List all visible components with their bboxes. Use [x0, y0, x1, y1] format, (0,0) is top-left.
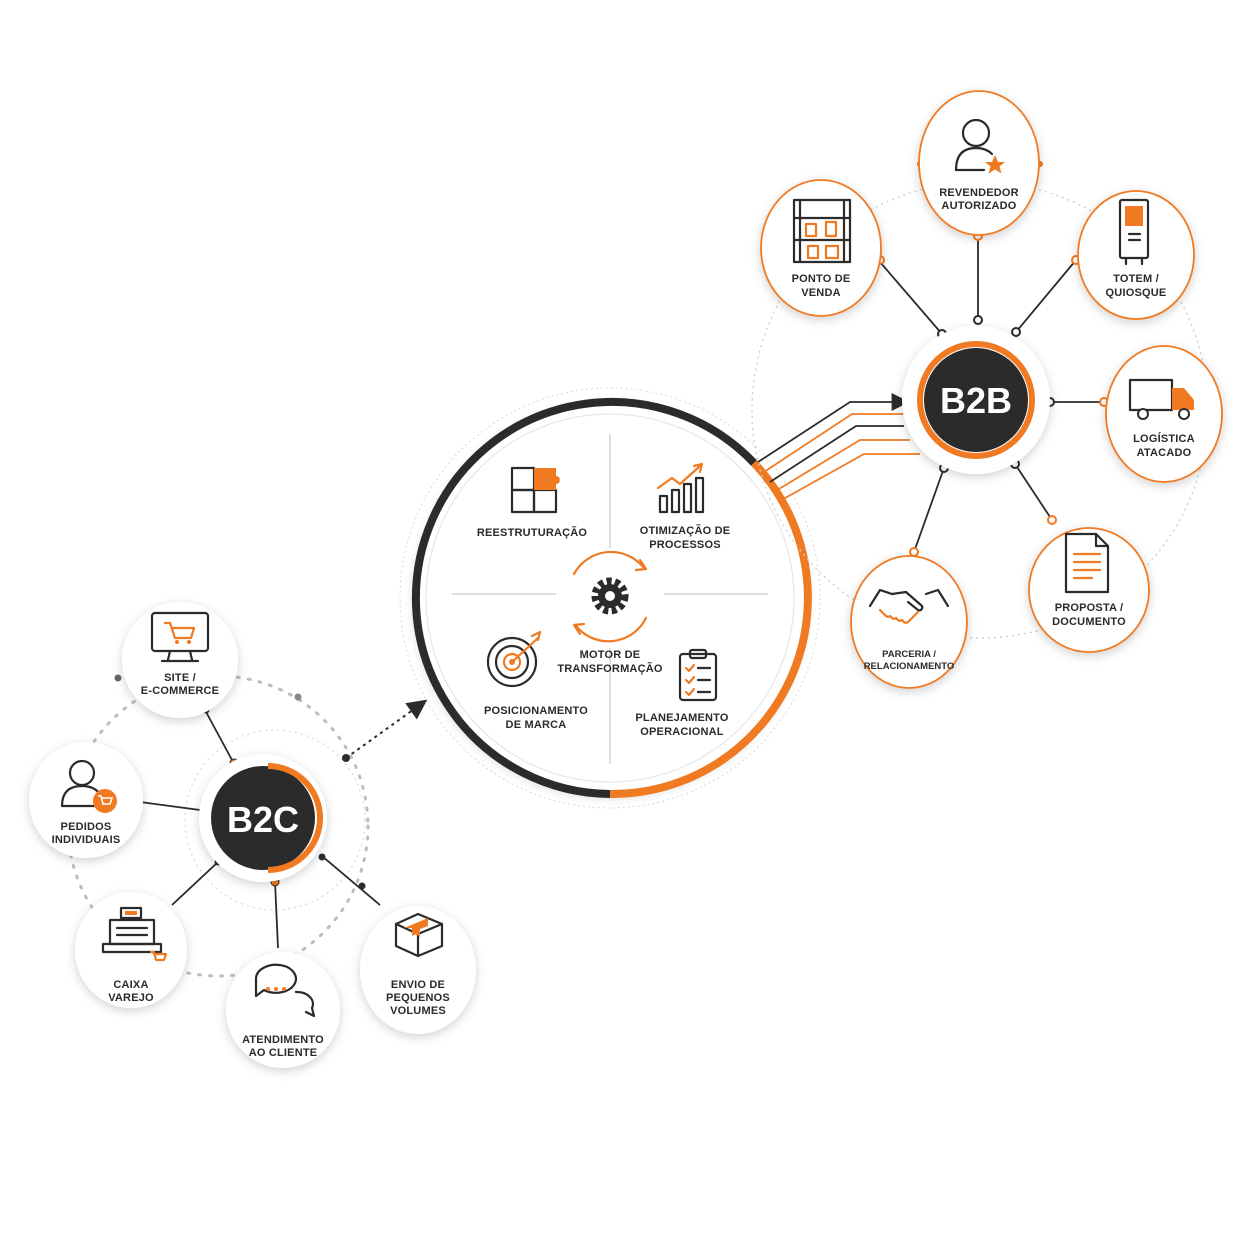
- b2c-node-site[interactable]: SITE / E-COMMERCE: [122, 602, 238, 718]
- b2b-node-revendedor-line1: REVENDEDOR: [939, 187, 1019, 199]
- monitor-cart-icon: [150, 611, 210, 663]
- b2b-node-ponto-venda[interactable]: PONTO DE VENDA: [760, 179, 882, 317]
- quadrant-planejamento[interactable]: PLANEJAMENTO OPERACIONAL: [635, 648, 729, 738]
- b2c-node-envio-line1: ENVIO DE: [391, 979, 445, 991]
- b2b-node-parceria-line1: PARCERIA /: [882, 649, 936, 660]
- b2c-node-envio-line3: VOLUMES: [390, 1005, 446, 1017]
- engine-to-b2b-lines: [757, 393, 920, 503]
- b2b-hub-label: B2B: [940, 380, 1012, 421]
- engine-center-line1: MOTOR DE: [580, 649, 641, 661]
- quadrant-reestruturacao[interactable]: REESTRUTURAÇÃO: [477, 466, 588, 539]
- quadrant-reestruturacao-label: REESTRUTURAÇÃO: [477, 526, 588, 539]
- b2c-node-site-line2: E-COMMERCE: [141, 685, 219, 697]
- b2c-node-site-line1: SITE /: [164, 672, 196, 684]
- quadrant-posicionamento[interactable]: POSICIONAMENTO DE MARCA: [484, 630, 588, 731]
- b2b-node-logistica-line1: LOGÍSTICA: [1133, 432, 1195, 445]
- b2c-node-envio-line2: PEQUENOS: [386, 992, 450, 1004]
- engine-ring-orange: [609, 460, 812, 799]
- b2c-hub[interactable]: B2C: [199, 754, 327, 882]
- cash-register-icon: [101, 906, 168, 962]
- b2c-connectors: [139, 709, 381, 949]
- engine-ring-dark: [411, 398, 757, 798]
- transformation-engine: MOTOR DE TRANSFORMAÇÃO REESTRUTURAÇÃO: [399, 387, 821, 809]
- b2c-cluster: B2C SITE / E-COMMERCE: [29, 602, 476, 1068]
- document-icon: [1064, 532, 1110, 594]
- b2b-node-totem-line2: QUIOSQUE: [1106, 287, 1167, 299]
- target-icon: [486, 630, 542, 688]
- b2b-cluster: B2B REVENDEDOR AUTORIZADO: [751, 90, 1223, 689]
- shelf-icon: [792, 198, 852, 264]
- quadrant-otimizacao-line1: OTIMIZAÇÃO DE: [640, 524, 731, 537]
- b2b-node-totem-line1: TOTEM /: [1113, 273, 1159, 285]
- quadrant-planejamento-line2: OPERACIONAL: [640, 726, 724, 738]
- b2c-node-atendimento-line1: ATENDIMENTO: [242, 1034, 324, 1046]
- b2b-node-logistica-line2: ATACADO: [1137, 447, 1192, 459]
- b2b-node-ponto-venda-line2: VENDA: [801, 287, 841, 299]
- b2b-node-logistica[interactable]: LOGÍSTICA ATACADO: [1105, 345, 1223, 483]
- quadrant-planejamento-line1: PLANEJAMENTO: [635, 712, 729, 724]
- user-star-icon: [954, 118, 1005, 174]
- b2c-node-caixa-line1: CAIXA: [113, 979, 148, 991]
- b2b-node-parceria[interactable]: PARCERIA / RELACIONAMENTO: [850, 555, 968, 689]
- engine-center-line2: TRANSFORMAÇÃO: [557, 662, 663, 675]
- handshake-icon: [868, 588, 950, 624]
- growth-chart-icon: [656, 462, 705, 514]
- kiosk-icon: [1118, 198, 1150, 266]
- b2c-node-envio[interactable]: ENVIO DE PEQUENOS VOLUMES: [360, 906, 476, 1034]
- engine-center[interactable]: MOTOR DE TRANSFORMAÇÃO: [557, 550, 663, 675]
- package-icon: [394, 912, 444, 958]
- quadrant-posicionamento-line1: POSICIONAMENTO: [484, 705, 588, 717]
- b2c-node-atendimento-line2: AO CLIENTE: [249, 1047, 318, 1059]
- b2b-node-parceria-line2: RELACIONAMENTO: [864, 661, 955, 672]
- b2b-node-proposta-line1: PROPOSTA /: [1055, 602, 1124, 614]
- truck-icon: [1128, 378, 1194, 420]
- quadrant-otimizacao-line2: PROCESSOS: [649, 539, 721, 551]
- user-cart-icon: [60, 759, 117, 813]
- b2c-node-pedidos-line1: PEDIDOS: [61, 821, 112, 833]
- b2c-node-caixa[interactable]: CAIXA VAREJO: [75, 892, 187, 1008]
- b2c-inner-dotted-ring: [184, 729, 366, 911]
- b2b-connectors: [879, 236, 1104, 553]
- b2b-hub[interactable]: B2B: [902, 326, 1050, 474]
- b2c-node-pedidos-line2: INDIVIDUAIS: [52, 834, 121, 846]
- b2c-node-atendimento[interactable]: ATENDIMENTO AO CLIENTE: [226, 952, 340, 1068]
- quadrant-posicionamento-line2: DE MARCA: [506, 719, 567, 731]
- puzzle-icon: [510, 466, 560, 514]
- b2b-node-proposta[interactable]: PROPOSTA / DOCUMENTO: [1028, 527, 1150, 653]
- quadrant-otimizacao[interactable]: OTIMIZAÇÃO DE PROCESSOS: [640, 462, 731, 551]
- chat-bubbles-icon: [254, 963, 316, 1018]
- b2b-node-ponto-venda-line1: PONTO DE: [792, 273, 851, 285]
- gear-cycle-icon: [572, 550, 648, 643]
- b2c-hub-label: B2C: [227, 799, 299, 840]
- b2c-node-pedidos[interactable]: PEDIDOS INDIVIDUAIS: [29, 742, 143, 858]
- b2b-node-proposta-line2: DOCUMENTO: [1052, 616, 1126, 628]
- b2b-node-revendedor-line2: AUTORIZADO: [941, 200, 1016, 212]
- engine-outer-dotted-ring: [399, 387, 821, 809]
- b2c-to-engine-arrow: [342, 699, 428, 762]
- b2b-node-revendedor[interactable]: REVENDEDOR AUTORIZADO: [918, 90, 1040, 236]
- b2c-node-caixa-line2: VAREJO: [108, 992, 154, 1004]
- checklist-icon: [678, 648, 718, 702]
- b2b-node-totem[interactable]: TOTEM / QUIOSQUE: [1077, 190, 1195, 320]
